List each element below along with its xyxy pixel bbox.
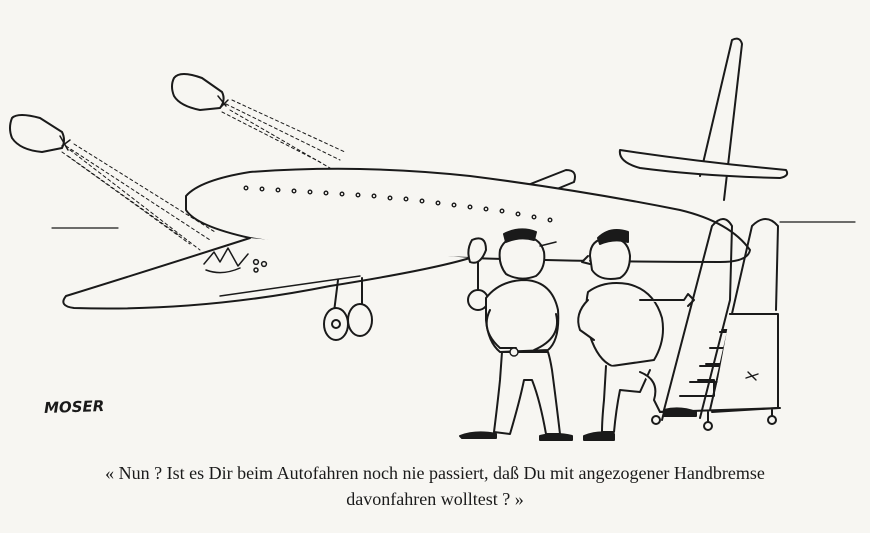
flying-engine-right — [171, 73, 346, 169]
cartoon-caption: « Nun ? Ist es Dir beim Autofahren noch … — [20, 460, 850, 512]
exhaust-trail-left — [61, 143, 216, 251]
boarding-stairs — [651, 218, 781, 431]
tail-fin — [699, 37, 743, 201]
artist-signature: MOSER — [43, 396, 105, 418]
mechanic-right — [577, 229, 697, 441]
broken-engine-mounts — [203, 247, 268, 274]
caption-line-1: « Nun ? Ist es Dir beim Autofahren noch … — [105, 463, 765, 483]
near-wing — [62, 237, 471, 310]
exhaust-trail-right — [221, 99, 346, 169]
landing-gear — [323, 277, 373, 341]
horizon-lines — [51, 221, 856, 229]
mechanic-left — [459, 228, 573, 441]
caption-line-2: davonfahren wolltest ? » — [346, 489, 524, 509]
cabin-windows — [243, 185, 553, 223]
stabilizer — [618, 149, 789, 179]
flying-engine-left — [9, 114, 216, 251]
